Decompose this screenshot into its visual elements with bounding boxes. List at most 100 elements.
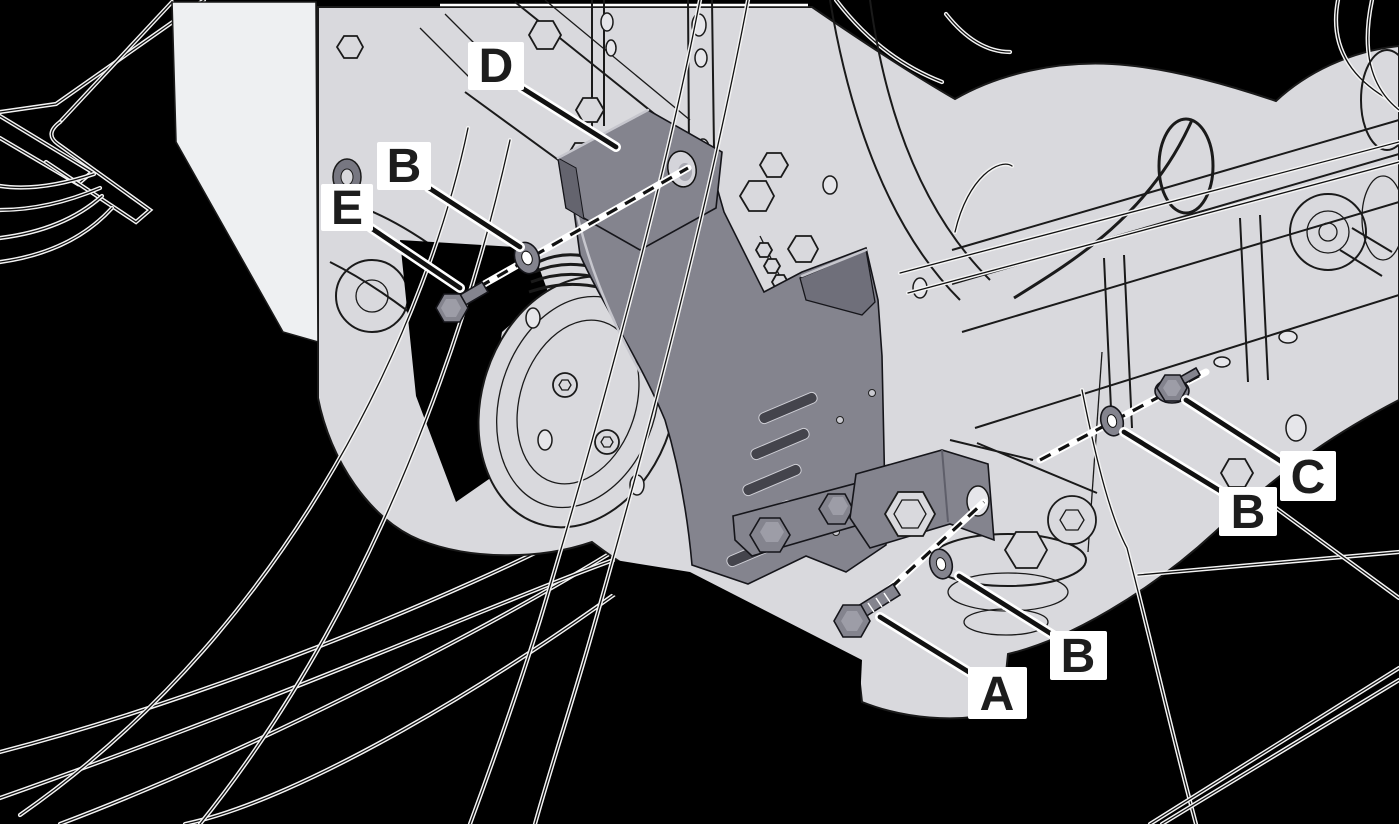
callout-b-upper: B (377, 140, 431, 193)
bar-bolt-facet (828, 497, 848, 515)
callout-letter: B (1061, 630, 1096, 683)
belt-lines (0, 485, 993, 824)
belt-line (1335, 0, 1387, 99)
bearing (1289, 193, 1367, 271)
callout-box (1050, 631, 1107, 680)
mounting-bracket-assembly (556, 108, 995, 585)
disc-bolt (594, 429, 620, 455)
fitting-hex (738, 180, 776, 212)
callout-box (968, 667, 1027, 719)
edge-pulley (1360, 49, 1399, 151)
cable-line (45, 121, 152, 223)
cable-line (0, 187, 101, 211)
disc-hole (525, 307, 541, 329)
bolt-a-facet (841, 611, 863, 631)
bearing (1306, 210, 1350, 254)
rail-hole (1213, 356, 1231, 368)
cable-line (0, 207, 113, 263)
bolt-a-threads (867, 592, 891, 613)
callout-letter: A (980, 668, 1015, 721)
belt-line (184, 571, 646, 824)
frame-hole (600, 12, 614, 32)
bolt-head (574, 97, 606, 123)
long-cables (17, 0, 1399, 824)
leader-d (519, 85, 619, 150)
callout-e: E (321, 182, 373, 235)
strut-edge (544, 0, 691, 121)
washer-b-upper-hole (521, 250, 533, 266)
leader-lines (366, 83, 1287, 679)
fasteners (435, 241, 1202, 638)
callout-box (321, 184, 373, 231)
callout-letter: B (387, 140, 422, 193)
cable-line (0, 195, 103, 239)
bar-bolt-facet (760, 522, 784, 542)
leader-a (877, 614, 975, 677)
callout-a: A (968, 667, 1027, 721)
top-left-cable-lines (0, 0, 207, 265)
cable-line (19, 127, 469, 816)
cable-line (1264, 499, 1399, 599)
callout-letter: E (331, 182, 363, 235)
leader-b-right (1121, 429, 1225, 495)
callout-c: C (1280, 451, 1336, 504)
callout-d: D (468, 40, 524, 93)
frame-edge (829, 0, 961, 301)
damper-bolt (1003, 531, 1049, 569)
frame-rails (951, 119, 1399, 429)
fitting-hex (758, 152, 790, 178)
rail-hole (1285, 414, 1307, 442)
u-bracket-bolt (883, 491, 937, 537)
callout-box (1280, 451, 1336, 501)
cable-line (899, 141, 1399, 274)
cable-line (1161, 679, 1399, 824)
u-bracket-bolt-hex (893, 499, 927, 529)
nut-c-facet (1163, 380, 1181, 396)
rail-bolt (1219, 458, 1255, 488)
bearing-shaft (1339, 227, 1393, 277)
callout-box (1219, 487, 1277, 536)
leader-b-upper (426, 185, 523, 250)
fin-highlight (800, 248, 868, 278)
washer-b-right-hole (1106, 414, 1118, 428)
boss-circle (355, 279, 389, 313)
belt-line (945, 13, 1011, 53)
pulley-ring (516, 319, 640, 485)
bracket-slot (758, 391, 818, 425)
callout-letter: B (1231, 486, 1266, 539)
shadow-void (608, 560, 862, 702)
edge-pulley (1361, 175, 1399, 261)
bracket-slot (742, 463, 802, 497)
washer-b-lower-hole (935, 557, 947, 571)
bolt-e-facet (441, 299, 461, 317)
callout-box (377, 142, 431, 190)
cable-line (0, 173, 95, 189)
belt-grooves (528, 253, 603, 294)
bolt-head (335, 35, 365, 59)
frame-hole (822, 175, 838, 195)
hose (1013, 119, 1194, 300)
socket-pin (1047, 495, 1097, 545)
cable-line (907, 161, 1399, 294)
frame-hole (605, 39, 617, 57)
leader-e (368, 225, 463, 291)
belt-line (1367, 0, 1399, 111)
leader-b-lower (956, 573, 1056, 638)
wedge (812, 0, 1399, 99)
frame-hole (694, 48, 708, 68)
bracket-hole (868, 389, 876, 397)
hose-loop (1157, 117, 1215, 215)
frame-edge (869, 0, 991, 281)
callout-box (468, 42, 524, 90)
cable-line (1081, 389, 1197, 824)
callout-letter: D (479, 40, 514, 93)
bracket-hole (836, 416, 844, 424)
top-right-background-wedge (812, 0, 1399, 113)
disc-hole (537, 429, 553, 451)
disc-bolt-hex (600, 436, 614, 448)
shield-panel (171, 1, 319, 344)
clamp-bracket-end (557, 157, 585, 220)
u-bracket-fold (941, 449, 949, 523)
